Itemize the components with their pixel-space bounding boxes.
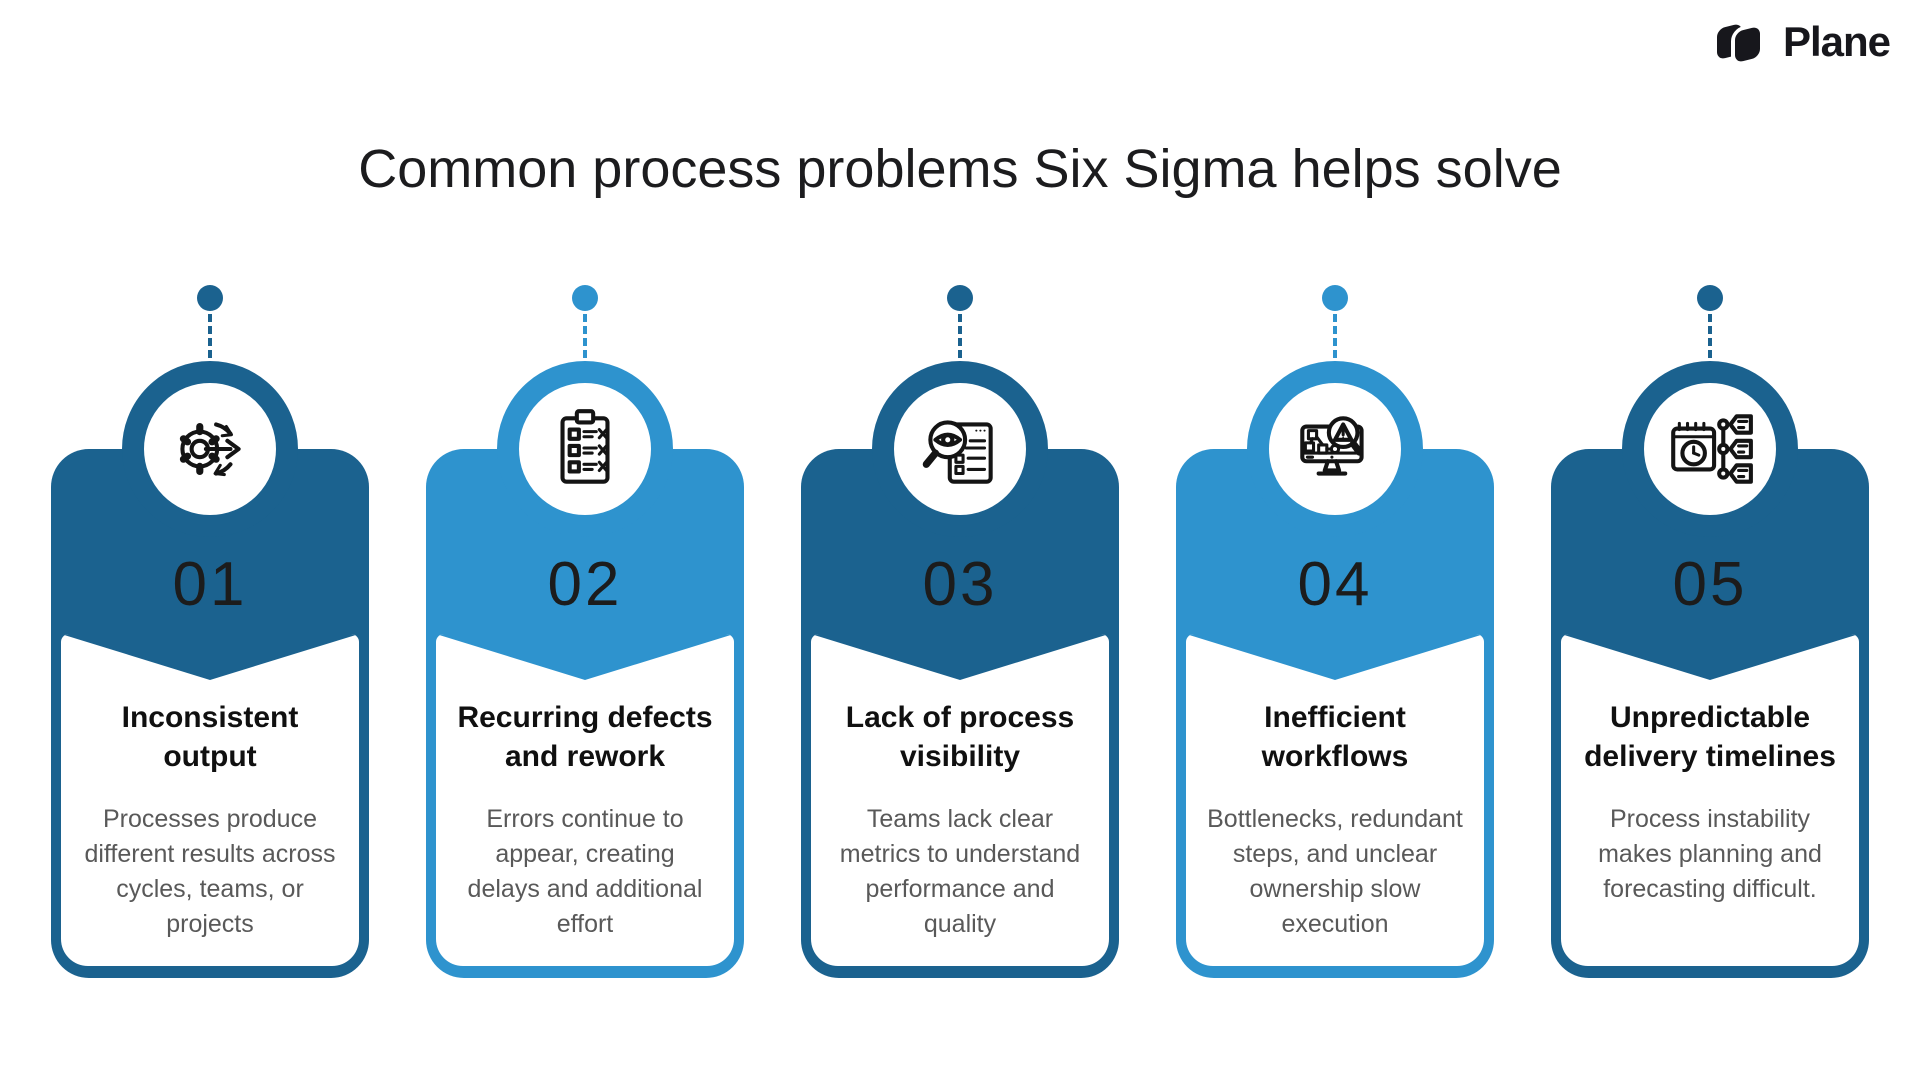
card-recurring-defects: 02 Recurring defects and rework Errors c… [426,285,744,978]
card-number: 04 [1297,550,1373,619]
magnifier-eye-document-icon [922,420,993,484]
card-description: Processes produce different results acro… [84,805,336,938]
connector-dot [1697,285,1723,311]
card-panel: Inconsistent output Processes produce di… [61,634,359,966]
card-body: 05 Unpredictable delivery timelines Proc… [1551,449,1869,978]
connector-dashed-line [958,314,962,358]
brand-name: Plane [1782,18,1891,65]
chevron-divider [1561,634,1859,680]
card-inefficient-workflows: 04 Inefficient workflows Bottlenecks, re… [1176,285,1494,978]
chevron-divider [811,634,1109,680]
card-description: Bottlenecks, redundant steps, and unclea… [1207,805,1463,938]
card-icon-badge [1247,361,1423,537]
connector-dot [947,285,973,311]
cards-row: 01 Inconsistent output Processes produce… [0,285,1920,978]
card-body: 02 Recurring defects and rework Errors c… [426,449,744,978]
card-icon-badge [872,361,1048,537]
card-number: 01 [172,550,248,619]
connector-dashed-line [583,314,587,358]
card-title: Inefficient workflows [1261,701,1409,773]
monitor-workflow-warning-icon [1300,416,1364,476]
plane-logo-mark-icon [1715,19,1771,65]
clipboard-defects-icon [560,409,610,484]
card-title: Inconsistent output [121,701,299,773]
card-description: Errors continue to appear, creating dela… [467,805,703,938]
connector-dot [572,285,598,311]
card-unpredictable-timelines: 05 Unpredictable delivery timelines Proc… [1551,285,1869,978]
gear-sync-arrows-icon [179,422,241,477]
card-number: 02 [547,550,623,619]
card-panel: Unpredictable delivery timelines Process… [1561,634,1859,966]
card-icon-badge [1622,361,1798,537]
card-inconsistent-output: 01 Inconsistent output Processes produce… [51,285,369,978]
connector-dot [197,285,223,311]
page-title: Common process problems Six Sigma helps … [358,139,1562,199]
card-number: 03 [922,550,998,619]
connector-dashed-line [1708,314,1712,358]
card-panel: Inefficient workflows Bottlenecks, redun… [1186,634,1484,966]
card-title: Unpredictable delivery timelines [1584,701,1836,773]
card-panel: Lack of process visibility Teams lack cl… [811,634,1109,966]
card-body: 01 Inconsistent output Processes produce… [51,449,369,978]
card-title: Lack of process visibility [845,701,1075,773]
card-icon-badge [497,361,673,537]
card-body: 04 Inefficient workflows Bottlenecks, re… [1176,449,1494,978]
chevron-divider [436,634,734,680]
chevron-divider [61,634,359,680]
brand-logo: Plane [1715,18,1891,66]
card-lack-of-visibility: 03 Lack of process visibility Teams lack… [801,285,1119,978]
calendar-timeline-icon [1671,414,1753,484]
connector-dot [1322,285,1348,311]
card-icon-badge [122,361,298,537]
card-body: 03 Lack of process visibility Teams lack… [801,449,1119,978]
card-number: 05 [1672,550,1748,619]
card-title: Recurring defects and rework [457,701,713,773]
connector-dashed-line [1333,314,1337,358]
card-description: Process instability makes planning and f… [1598,805,1822,903]
card-description: Teams lack clear metrics to understand p… [839,805,1081,938]
card-panel: Recurring defects and rework Errors cont… [436,634,734,966]
chevron-divider [1186,634,1484,680]
connector-dashed-line [208,314,212,358]
